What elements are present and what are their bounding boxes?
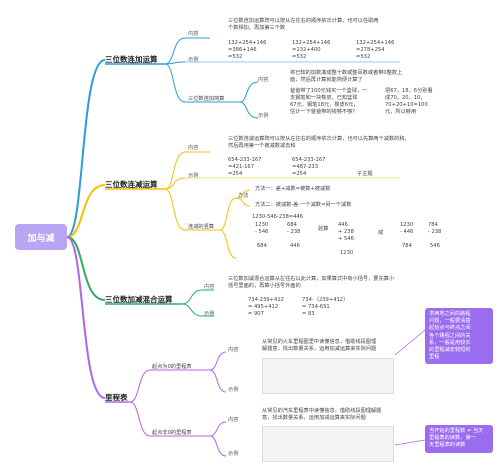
b1-trick-c1: 将已知的加数凑成整十数或整百数或者带0整数上 bbox=[290, 70, 403, 76]
b3-ex2-l2: = 734-651 bbox=[302, 304, 330, 310]
b4-sub1-title[interactable]: 起点为0的里程表 bbox=[152, 364, 192, 370]
b1-trick-content-label: 内容 bbox=[258, 77, 269, 83]
b2-vertical-title: 连减的竖算 bbox=[188, 224, 214, 230]
b3-ex2-l3: = 83 bbox=[302, 311, 315, 317]
b3-ex2-l1: 734-（239+412） bbox=[302, 297, 349, 303]
b3-content-label: 内容 bbox=[204, 284, 215, 290]
b2-ex2-l3: =254 bbox=[292, 171, 307, 177]
b2-v-3: 684 bbox=[257, 243, 267, 249]
b2-ex2-l1: 654-233-167 bbox=[292, 157, 326, 163]
b1-content-label: 内容 bbox=[188, 31, 199, 37]
b2-vr-4: 784 bbox=[428, 222, 438, 228]
b4-sub1-example-image bbox=[262, 358, 394, 394]
b1-trick-ans3: 70+20+10=100 bbox=[385, 102, 428, 108]
b1-trick-ex2: 支钢笔和一块橡皮，已知篮球 bbox=[290, 95, 358, 101]
b2-vr-1: 1230 bbox=[400, 222, 414, 228]
b1-ex1-l2: =386+146 bbox=[228, 47, 257, 53]
b3-content-line1: 三位数加减混合运算从左往右以此计算，如果算式中有小括号，要先算小 bbox=[228, 276, 395, 282]
b2-content-label: 内容 bbox=[188, 145, 199, 151]
b1-trick-ans4: 元，所以够用 bbox=[385, 109, 417, 115]
b2-vr-3: 784 bbox=[402, 243, 412, 249]
b1-trick-ex4: 估计一下爸爸带的钱够不够？ bbox=[290, 109, 358, 115]
b2-or-label: 或 bbox=[378, 230, 384, 236]
b1-trick-ans1: 把67，18，6分别看 bbox=[385, 88, 433, 94]
branch-title-addition[interactable]: 三位数连加运算 bbox=[105, 55, 158, 64]
branch-title-subtraction[interactable]: 三位数连减运算 bbox=[105, 180, 158, 189]
b3-content-line2: 括号里面的，再算小括号外面的 bbox=[228, 283, 301, 289]
b3-ex1-l2: = 495+412 bbox=[248, 304, 279, 310]
b2-v-5: - 238 bbox=[287, 229, 301, 235]
b1-content-line2: 个数相加，再加第三个数 bbox=[228, 25, 286, 31]
b2-vr-2: - 446 bbox=[400, 229, 414, 235]
b2-example-label: 示例 bbox=[188, 173, 199, 179]
b1-trick-title: 三位数连加简算 bbox=[188, 96, 225, 102]
b1-ex1-l1: 132+254+146 bbox=[228, 40, 267, 46]
b2-v-6: 446 bbox=[290, 243, 300, 249]
b1-ex2-l1: 132+254+146 bbox=[292, 40, 331, 46]
b2-vr-6: 546 bbox=[430, 243, 440, 249]
b3-ex1-l3: = 907 bbox=[248, 311, 264, 317]
b1-ex3-l3: =532 bbox=[356, 54, 371, 60]
root-topic[interactable]: 加与减 bbox=[15, 224, 67, 250]
b2-content-line2: 然后再用第一个被减数减去和 bbox=[228, 143, 296, 149]
b1-trick-c2: 面，然后再计算就能简便计算了 bbox=[290, 77, 363, 83]
branch-title-mixed[interactable]: 三位数加减混合运算 bbox=[105, 295, 173, 304]
b3-ex1-l1: 734-239+412 bbox=[248, 297, 284, 303]
b2-content-line1: 三位数连减运算既可以按从左往右的顺序依次计算，也可以先算两个减数的和， bbox=[228, 136, 410, 142]
b2-ex1-l3: =254 bbox=[228, 171, 243, 177]
b1-ex2-l2: =132+400 bbox=[292, 47, 321, 53]
b1-ex2-l3: =532 bbox=[292, 54, 307, 60]
b1-trick-example-label: 示例 bbox=[258, 113, 269, 119]
b4-sub2-content-label: 内容 bbox=[228, 417, 239, 423]
b2-vr-5: - 238 bbox=[428, 229, 442, 235]
b4-sub2-note: 当开始的里程数 ≠ 当天 里程表的读数，第一 天里程表的读数 bbox=[425, 425, 493, 453]
b4-sub1-c2: 解题意，找出数量关系，运用加减运算来实际问题 bbox=[262, 346, 377, 352]
b2-extra: 子主题 bbox=[357, 171, 373, 177]
b2-method2: 方法二：被减数-差-一个减数=另一个减数 bbox=[255, 202, 352, 208]
b2-ex1-l2: =421-167 bbox=[228, 164, 255, 170]
b1-ex3-l1: 132+254+146 bbox=[356, 40, 395, 46]
b1-trick-ex1: 爸爸带了100元钱买一个篮球，一 bbox=[290, 88, 368, 94]
b4-sub2-example-image bbox=[262, 426, 394, 462]
b1-trick-ex3: 67元，钢笔18元，橡皮6元， bbox=[290, 102, 359, 108]
b2-v-2: - 546 bbox=[255, 229, 269, 235]
b2-ex2-l2: =487-233 bbox=[292, 164, 319, 170]
b1-example-label: 示例 bbox=[188, 57, 199, 63]
b2-v-1: 1230 bbox=[255, 222, 269, 228]
b4-sub1-example-label: 示例 bbox=[228, 387, 239, 393]
b1-trick-ans2: 成70，20，10， bbox=[385, 95, 426, 101]
branch-title-odometer[interactable]: 里程表 bbox=[105, 393, 128, 402]
b2-method1: 方法一：差+减数=被数+被减数 bbox=[255, 186, 331, 192]
b4-sub2-title[interactable]: 起点非0的里程表 bbox=[152, 430, 192, 436]
b4-sub2-example-label: 示例 bbox=[228, 451, 239, 457]
b1-ex3-l2: =278+254 bbox=[356, 47, 385, 53]
b2-method-label: 方法 bbox=[238, 193, 249, 199]
b2-check-label: 验算 bbox=[318, 226, 329, 232]
b4-sub2-c1: 从常见的汽车里程表中读懂信息，借助线段图理解题 bbox=[262, 408, 382, 414]
b1-content-line1: 三位数连加运算既可以按从左往右的顺序依次计算，也可以任取两 bbox=[228, 18, 379, 24]
b2-v-4: 684 bbox=[287, 222, 297, 228]
b4-sub2-c2: 意，找出数量关系，运用加减运算来实际问题 bbox=[262, 415, 366, 421]
b4-sub1-note: 求两地之间的路程 问题，一般要清楚 起始点与终点之间 各个路程之间的关 系，一般… bbox=[425, 308, 493, 365]
b2-ex1-l1: 654-233-167 bbox=[228, 157, 262, 163]
b1-ex1-l3: =532 bbox=[228, 54, 243, 60]
b4-sub1-content-label: 内容 bbox=[228, 347, 239, 353]
b2-vertical-expr: 1230-546-238=446 bbox=[252, 214, 303, 220]
b3-example-label: 示例 bbox=[204, 311, 215, 317]
b4-sub1-c1: 从常见的火车里程图里中读懂信息，借助线段图理 bbox=[262, 339, 377, 345]
